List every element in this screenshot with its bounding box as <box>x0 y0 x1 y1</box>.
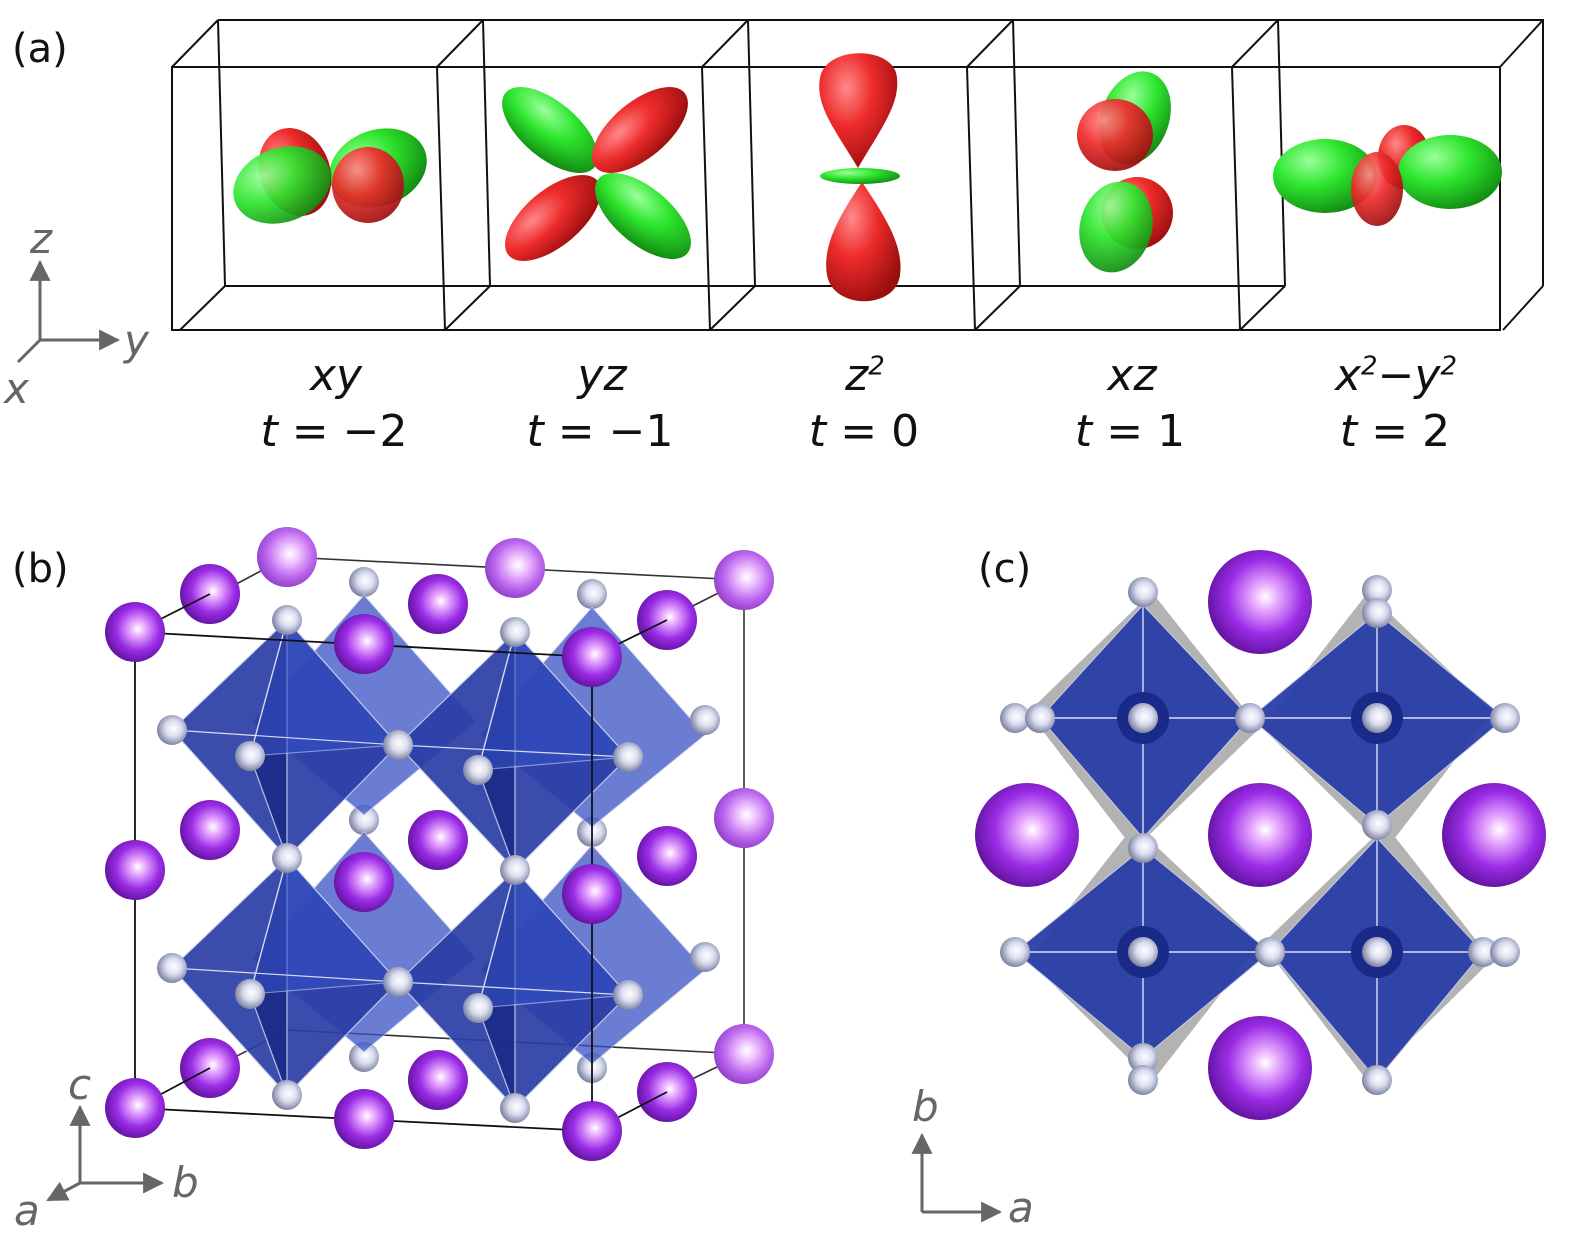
orbital-xy <box>233 128 427 224</box>
axis-c-b-label: b <box>912 1082 939 1131</box>
t-value-yz: t = −1 <box>526 406 674 457</box>
axis-b-c-label: c <box>68 1060 92 1109</box>
axis-b-b-label: b <box>172 1158 199 1207</box>
axis-a-z-label: z <box>30 214 53 263</box>
panel-b-label: (b) <box>12 546 69 592</box>
crystal-b <box>105 527 774 1161</box>
orbital-label-xy: xy <box>309 350 363 401</box>
axis-a-y-label: y <box>124 316 149 365</box>
front-cations <box>105 602 622 1161</box>
orbital-label-x2-y2: x2−y2 <box>1334 350 1458 401</box>
axes-b-arrows <box>46 1104 165 1202</box>
axis-a-x-label: x <box>4 364 29 413</box>
orbital-yz <box>502 86 691 262</box>
orbital-label-xz: xz <box>1107 350 1157 401</box>
crystal-c <box>975 550 1546 1120</box>
t-value-xz: t = 1 <box>1074 406 1186 457</box>
t-value-xy: t = −2 <box>260 406 408 457</box>
panel-c-label: (c) <box>978 546 1032 592</box>
orbital-label-z2: z2 <box>845 350 885 401</box>
back-anions <box>349 567 607 1083</box>
front-anions <box>157 605 720 1123</box>
orbital-z2 <box>819 53 901 302</box>
orbital-x2-y2 <box>1273 125 1502 226</box>
octahedra-front <box>171 618 630 1109</box>
orbital-xz <box>1077 71 1173 273</box>
t-value-x2-y2: t = 2 <box>1339 406 1451 457</box>
top-anions <box>1000 575 1520 1095</box>
top-cations <box>975 550 1546 1120</box>
panel-a-label: (a) <box>12 26 68 72</box>
orbital-label-yz: yz <box>577 350 627 401</box>
t-value-z2: t = 0 <box>808 406 920 457</box>
axis-c-a-label: a <box>1008 1183 1034 1232</box>
axes-a-arrows <box>16 259 121 364</box>
axis-b-a-label: a <box>14 1186 40 1235</box>
axes-c-arrows <box>911 1132 1003 1223</box>
